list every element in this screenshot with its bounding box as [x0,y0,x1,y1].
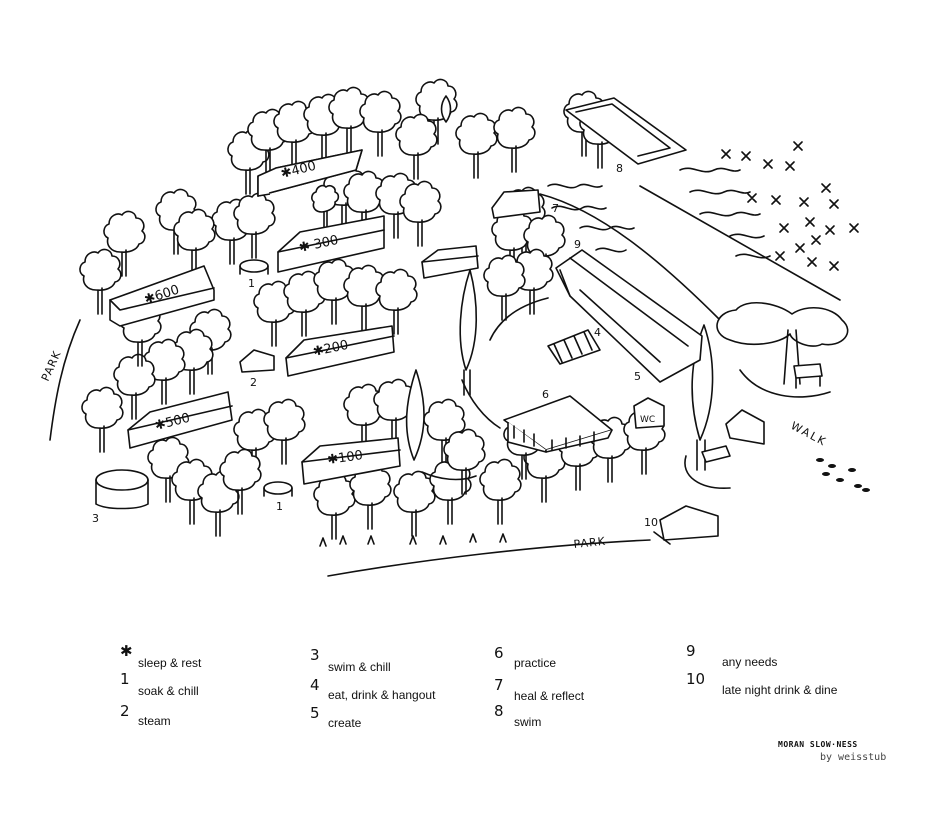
legend-num-7: 7 [494,676,504,694]
label-200: ✱200 [312,338,350,360]
label-100: ✱100 [326,448,363,468]
hot-tub-a [239,259,269,275]
barrack-600 [109,265,215,327]
barrack-200 [285,325,395,377]
footprints [816,458,870,492]
legend-text-6: practice [514,656,557,670]
marker-9: 9 [574,238,581,251]
marker-1-bottom: 1 [276,500,283,513]
camp-map: ✱400 ✱ 300 ✱600 ✱200 ✱500 ✱100 1 1 2 3 4… [39,78,870,577]
marker-3: 3 [92,512,99,525]
legend-text-3: swim & chill [328,660,391,674]
legend-text-10: late night drink & dine [722,683,838,697]
marker-5: 5 [634,370,641,383]
practice-hall [503,395,613,453]
credit-author: by weisstub [820,752,887,763]
marker-7: 7 [552,202,559,215]
legend-text-4: eat, drink & hangout [328,688,436,702]
hut-heal-reflect [491,189,541,219]
legend-num-2: 2 [120,702,130,720]
barrack-100 [301,437,401,485]
legend-text-8: swim [514,715,542,729]
legend-text-star: sleep & rest [138,656,202,670]
legend-num-9: 9 [686,642,696,660]
legend-num-star: ✱ [120,642,133,660]
swimming-pool [565,97,687,165]
legend-text-2: steam [138,714,171,728]
legend-text-9: any needs [722,655,778,669]
hut-late-night [653,505,719,545]
dining-hall [547,249,703,383]
marker-4: 4 [594,326,601,339]
label-park-bottom: PARK [573,535,606,551]
legend-num-3: 3 [310,646,320,664]
legend-text-5: create [328,716,362,730]
park-boundaries [49,297,831,577]
grass-tufts [319,533,507,547]
legend-num-10: 10 [686,670,706,688]
marker-8: 8 [616,162,623,175]
hut-cabin [421,245,479,279]
legend-num-8: 8 [494,702,504,720]
legend-text-7: heal & reflect [514,689,585,703]
legend-num-6: 6 [494,644,504,662]
field-crosses [721,141,859,271]
marker-10: 10 [644,516,658,529]
marker-1-top: 1 [248,277,255,290]
label-walk: WALK [789,419,830,449]
hut-wc [633,397,665,429]
barrack-500 [127,391,233,449]
picnic-table [701,445,731,463]
credit-title: MORAN SLOW·NESS [778,740,858,749]
marker-2: 2 [250,376,257,389]
cypress-trees [405,95,714,471]
barrack-400 [257,149,363,197]
legend-text-1: soak & chill [138,684,199,698]
gathering-tree [716,301,849,389]
map-illustration: ✱400 ✱ 300 ✱600 ✱200 ✱500 ✱100 1 1 2 3 4… [39,78,870,577]
legend-num-5: 5 [310,704,320,722]
lake-waves [539,167,841,321]
marker-wc: WC [640,415,655,425]
barrack-300 [277,215,385,273]
legend-num-4: 4 [310,676,320,694]
hut-steam [239,349,275,373]
plunge-pool [95,469,149,510]
hot-tub-b [263,481,293,497]
legend-num-1: 1 [120,670,130,688]
hut-walk [725,409,765,445]
marker-6: 6 [542,388,549,401]
